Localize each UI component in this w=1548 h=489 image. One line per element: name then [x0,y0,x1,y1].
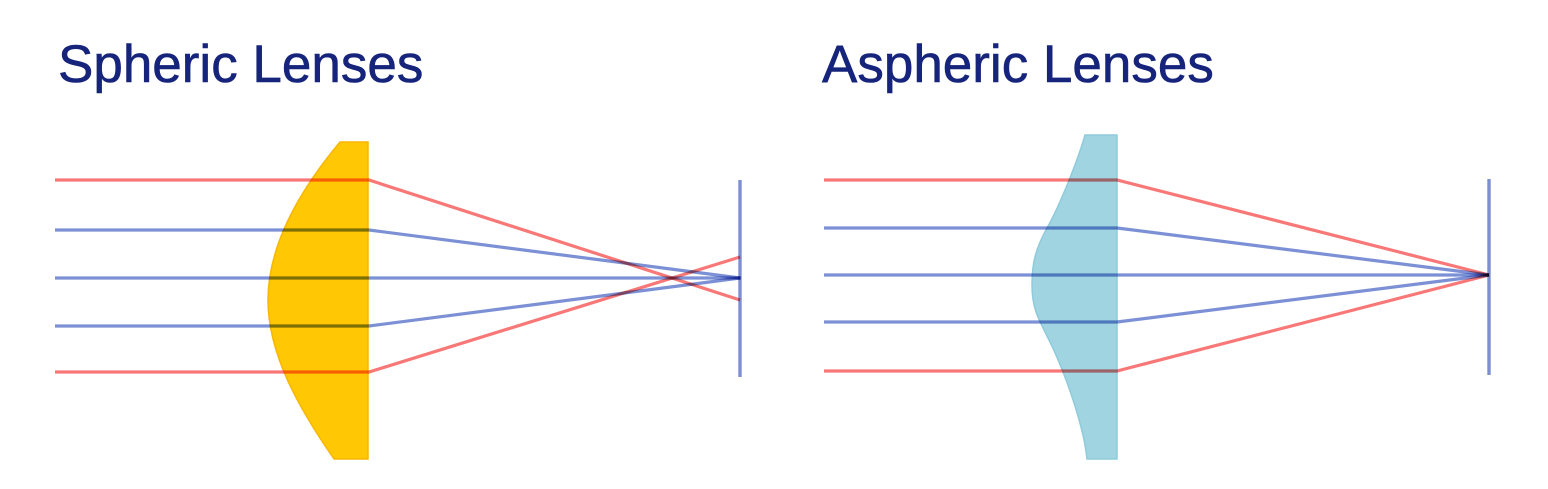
spheric-ray-blue-1 [55,228,741,280]
spheric-lens-shape [267,141,369,460]
aspheric-ray-blue-3 [824,273,1490,324]
aspheric-ray-red-0 [824,178,1490,277]
aspheric-lenses-title: Aspheric Lenses [822,35,1214,94]
aspheric-lens-shape [1031,134,1118,460]
spheric-ray-blue-3 [55,276,741,328]
spheric-ray-red-4 [55,255,741,374]
aspheric-ray-red-4 [824,273,1490,373]
aspheric-ray-blue-1 [824,226,1490,277]
spheric-ray-red-0 [55,178,741,302]
spheric-lenses-title: Spheric Lenses [58,35,424,94]
